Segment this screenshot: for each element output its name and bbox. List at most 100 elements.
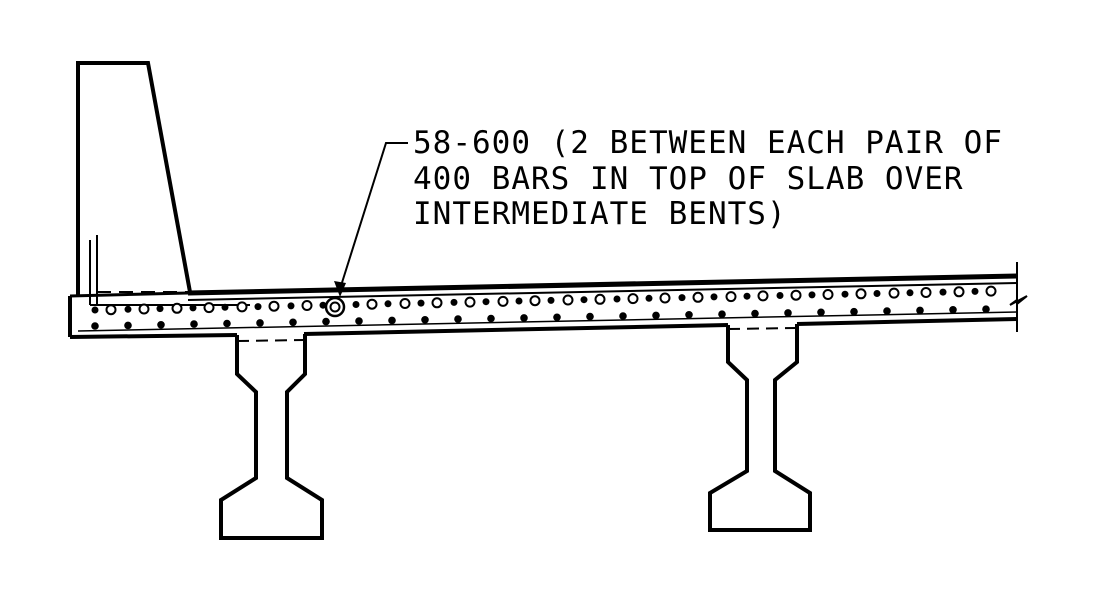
top-rebar-solid xyxy=(645,294,653,302)
top-rebar-solid xyxy=(156,305,164,313)
top-rebar-solid xyxy=(91,306,99,314)
bottom-rebar xyxy=(850,307,858,316)
top-rebar-solid xyxy=(547,296,555,304)
slab-top-inner-line xyxy=(187,282,1018,301)
top-rebar-solid xyxy=(450,298,458,306)
top-rebar-solid xyxy=(515,297,523,305)
top-rebar-solid xyxy=(808,291,816,299)
bottom-rebar xyxy=(157,321,165,329)
top-rebar-solid xyxy=(613,295,621,303)
top-rebar-hollow xyxy=(366,298,378,310)
annotation-line-3: INTERMEDIATE BENTS) xyxy=(413,196,787,232)
top-rebar-solid xyxy=(352,301,360,308)
barrier-parapet xyxy=(76,61,192,296)
bottom-rebar xyxy=(289,318,297,327)
bottom-rebar xyxy=(652,311,660,320)
bottom-rebar xyxy=(520,314,528,322)
top-rebar-solid xyxy=(939,288,947,296)
bottom-rebar xyxy=(322,317,330,326)
top-rebar-solid xyxy=(124,305,132,313)
deck-slab xyxy=(68,262,1028,339)
bottom-rebar xyxy=(454,315,462,323)
highlighted-600-bar xyxy=(324,296,346,318)
top-rebar-hollow xyxy=(659,292,671,304)
top-rebar-solid xyxy=(319,301,327,309)
top-rebar-hollow xyxy=(529,295,541,307)
top-rebar-solid xyxy=(710,293,718,301)
top-rebar-hollow xyxy=(171,302,183,314)
slab-bottom-edge-3 xyxy=(796,317,1018,326)
top-rebar-hollow xyxy=(888,287,900,299)
top-rebar-hollow xyxy=(953,286,965,298)
bottom-rebar xyxy=(586,312,594,321)
bottom-rebar xyxy=(190,320,198,328)
top-rebar-solid xyxy=(384,300,392,308)
annotation-line-1: 58-600 (2 BETWEEN EACH PAIR OF xyxy=(413,125,1003,161)
bottom-rebar xyxy=(784,309,792,317)
top-rebar-hollow xyxy=(138,303,150,315)
reinforcing-bars xyxy=(91,285,997,330)
top-rebar-hollow xyxy=(725,291,737,303)
top-rebar-solid xyxy=(971,287,979,295)
top-rebar-hollow xyxy=(627,293,639,305)
bottom-rebar xyxy=(619,312,627,320)
bottom-rebar xyxy=(685,311,693,319)
top-rebar-hollow xyxy=(562,294,574,306)
girder-right xyxy=(708,324,812,532)
girder-left xyxy=(219,334,324,540)
bottom-rebar xyxy=(223,319,231,328)
top-rebar-solid xyxy=(841,290,849,298)
top-rebar-solid xyxy=(678,294,686,302)
bottom-rebar xyxy=(949,306,957,314)
bottom-rebar xyxy=(982,305,990,314)
bottom-rebar xyxy=(487,314,495,323)
bottom-rebar xyxy=(388,316,396,325)
annotation-note: 58-600 (2 BETWEEN EACH PAIR OF 400 BARS … xyxy=(413,125,1003,232)
bottom-rebar xyxy=(751,309,759,318)
bottom-rebar xyxy=(256,319,264,327)
annotation-leader xyxy=(334,142,408,297)
bottom-rebar xyxy=(817,308,825,317)
top-rebar-solid xyxy=(482,298,490,306)
top-rebar-hollow xyxy=(203,302,215,314)
top-rebar-solid xyxy=(417,299,425,307)
top-rebar-solid xyxy=(287,302,295,310)
top-rebar-solid xyxy=(776,292,784,299)
top-rebar-hollow xyxy=(301,300,313,311)
top-rebar-hollow xyxy=(497,295,509,307)
annotation-line-2: 400 BARS IN TOP OF SLAB OVER xyxy=(413,161,964,197)
bottom-rebar xyxy=(883,307,891,315)
bottom-rebar xyxy=(355,317,363,325)
top-rebar-hollow xyxy=(855,288,867,300)
top-rebar-hollow xyxy=(822,289,834,300)
top-rebar-hollow xyxy=(268,300,280,312)
top-rebar-hollow xyxy=(920,287,932,298)
slab-bottom-inner-line xyxy=(77,311,1018,332)
top-rebar-hollow xyxy=(399,298,411,309)
top-rebar-hollow xyxy=(105,304,117,316)
top-rebar-hollow xyxy=(757,290,769,302)
top-rebar-hollow xyxy=(431,297,443,309)
girder-left-haunch-dashed-line xyxy=(236,339,306,342)
slab-top-edge xyxy=(187,273,1018,296)
slab-left-top-edge xyxy=(69,291,189,298)
top-rebar-solid xyxy=(189,304,197,312)
bottom-rebar xyxy=(916,306,924,315)
top-rebar-solid xyxy=(743,292,751,300)
top-rebar-solid xyxy=(906,289,914,297)
top-rebar-hollow xyxy=(594,293,606,305)
bottom-rebar xyxy=(553,313,561,322)
top-rebar-solid xyxy=(254,303,262,311)
break-line-symbol xyxy=(1009,295,1028,306)
bottom-rebar xyxy=(124,321,132,330)
top-rebar-solid xyxy=(873,290,881,297)
slab-bottom-edge-1 xyxy=(69,333,238,339)
bottom-rebar xyxy=(421,316,429,324)
top-rebar-hollow xyxy=(985,285,997,297)
top-rebar-hollow xyxy=(790,289,802,301)
slab-bottom-edge-2 xyxy=(303,323,729,336)
top-rebar-solid xyxy=(580,296,588,304)
leader-arrowhead xyxy=(334,281,346,297)
girder-right-haunch-dashed-line xyxy=(727,327,798,330)
